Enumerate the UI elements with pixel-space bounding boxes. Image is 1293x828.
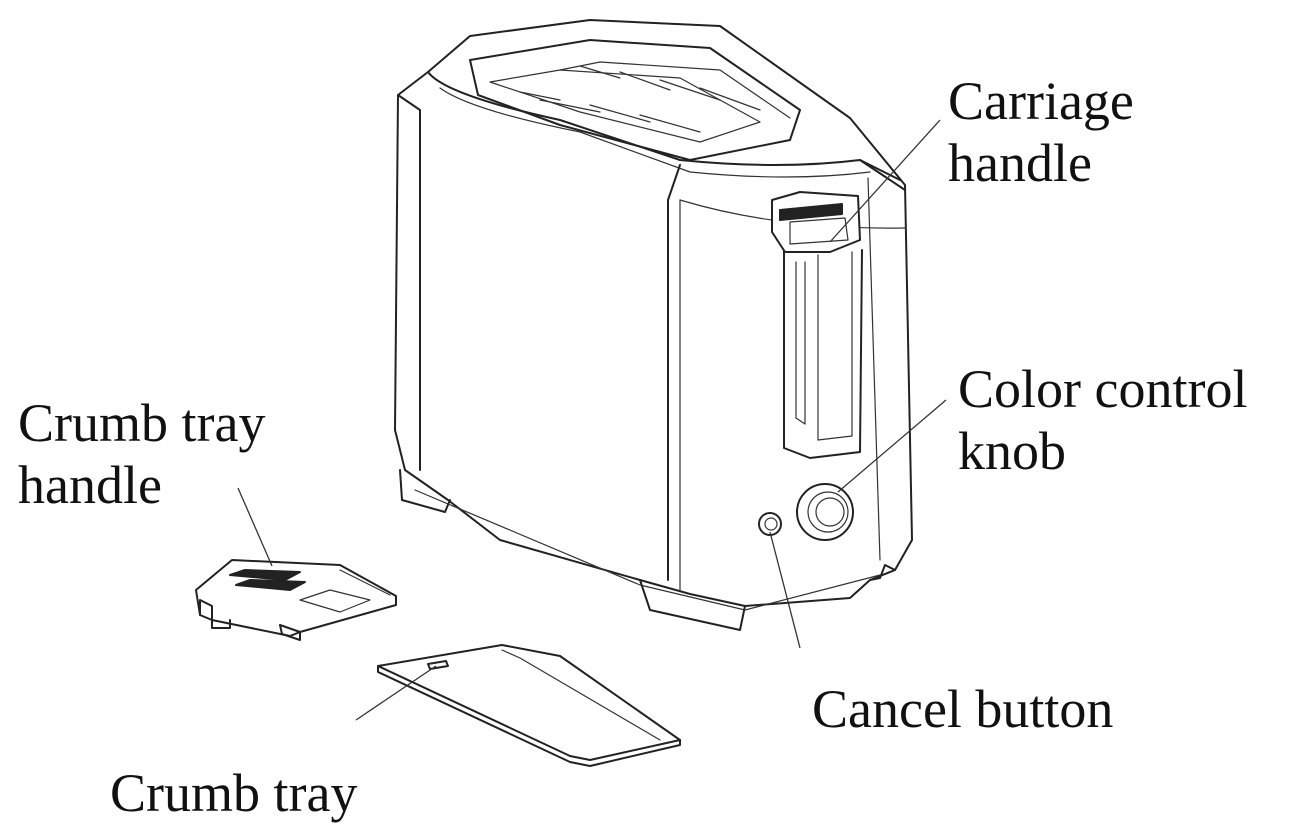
toaster-body (394, 19, 913, 607)
label-cancel-button: Cancel button (812, 679, 1114, 739)
crumb-tray-part (377, 644, 681, 767)
label-carriage-handle-line2: handle (948, 133, 1092, 193)
top-rim (427, 71, 901, 181)
label-color-control-knob: Color control knob (958, 358, 1247, 482)
color-control-knob-part (796, 483, 854, 541)
front-face-edge (397, 94, 421, 471)
label-crumb-tray-handle: Crumb tray handle (18, 392, 265, 516)
leader-carriage-handle (829, 119, 941, 243)
leader-cancel-button (769, 531, 801, 649)
base-foot (399, 469, 896, 631)
label-color-control-knob-line2: knob (958, 421, 1066, 481)
toaster (394, 19, 913, 631)
crumb-tray-handle-part (195, 559, 397, 641)
slot-opening (469, 39, 801, 161)
label-carriage-handle: Carriage handle (948, 70, 1134, 194)
label-carriage-handle-line1: Carriage (948, 71, 1134, 131)
carriage-handle-part (771, 191, 861, 253)
leader-lines (237, 119, 947, 721)
label-crumb-tray-handle-line2: handle (18, 455, 162, 515)
leader-crumb-tray (355, 665, 437, 721)
cancel-button-part (758, 512, 782, 536)
leader-color-control-knob (837, 399, 947, 493)
carriage-track (783, 244, 863, 459)
label-crumb-tray: Crumb tray (110, 763, 358, 823)
leader-crumb-tray-handle (237, 487, 273, 567)
label-color-control-knob-line1: Color control (958, 359, 1248, 419)
label-crumb-tray-handle-line1: Crumb tray (18, 393, 266, 453)
